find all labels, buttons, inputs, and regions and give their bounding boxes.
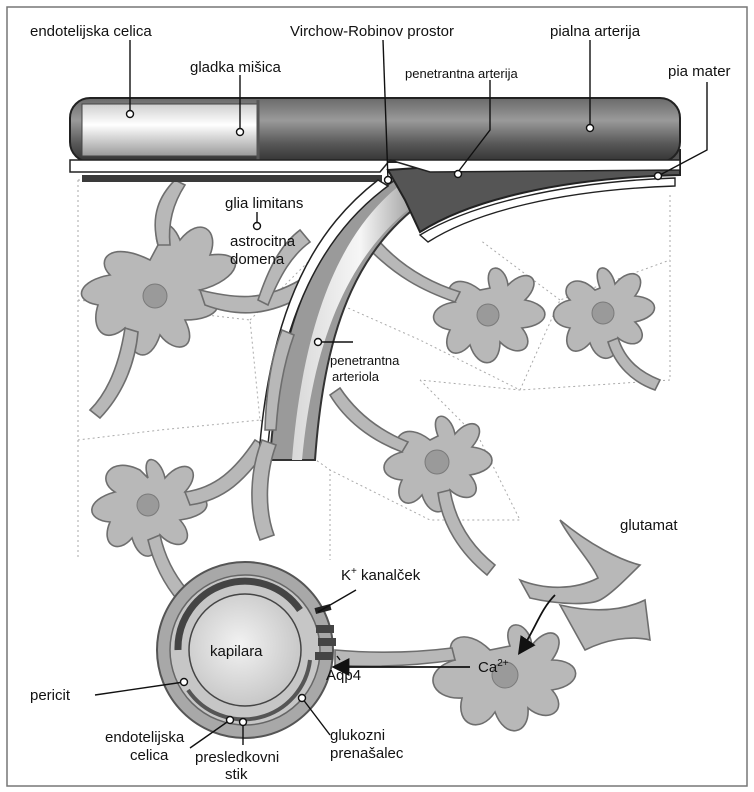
- label-virchow-robin-space: Virchow-Robinov prostor: [290, 23, 454, 40]
- label-glutamate: glutamat: [620, 517, 678, 534]
- label-gap-junction-2: stik: [225, 766, 248, 783]
- label-glucose-transporter-1: glukozni: [330, 727, 385, 744]
- label-aqp4: Aqp4: [326, 667, 361, 684]
- label-endothelial-cell-bottom-1: endotelijska: [105, 729, 185, 746]
- label-pericyte: pericit: [30, 687, 71, 704]
- pial-artery: [70, 98, 680, 172]
- label-penetrating-arteriole-1: penetrantna: [330, 353, 400, 368]
- label-penetrating-arteriole-2: arteriola: [332, 369, 380, 384]
- label-smooth-muscle: gladka mišica: [190, 59, 282, 76]
- label-endothelial-cell-top: endotelijska celica: [30, 23, 152, 40]
- label-glia-limitans: glia limitans: [225, 195, 303, 212]
- label-astrocytic-domain-2: domena: [230, 251, 285, 268]
- label-pial-artery: pialna arterija: [550, 23, 641, 40]
- label-endothelial-cell-bottom-2: celica: [130, 747, 169, 764]
- label-glucose-transporter-2: prenašalec: [330, 745, 404, 762]
- label-gap-junction-1: presledkovni: [195, 749, 279, 766]
- label-astrocytic-domain-1: astrocitna: [230, 233, 296, 250]
- label-pia-mater: pia mater: [668, 63, 731, 80]
- label-penetrating-artery: penetrantna arterija: [405, 66, 519, 81]
- label-capillary: kapilara: [210, 643, 263, 660]
- glia-limitans-band: [82, 175, 382, 182]
